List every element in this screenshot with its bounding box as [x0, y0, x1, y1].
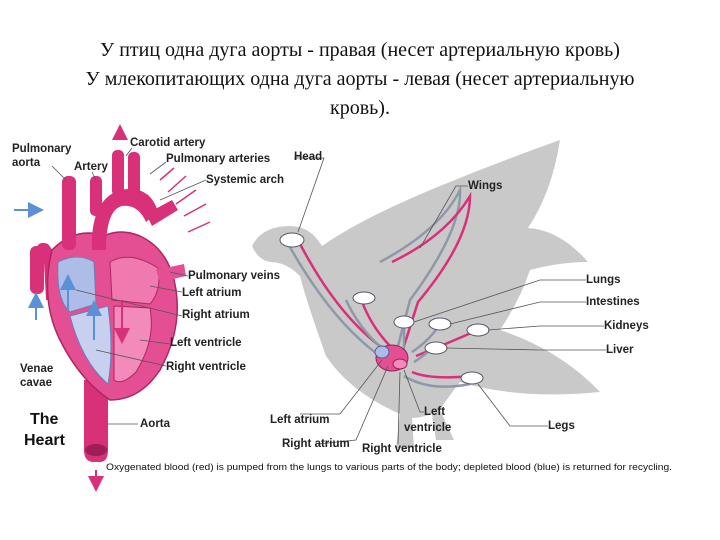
left-atrium-chamber [109, 256, 160, 305]
figure-caption: Oxygenated blood (red) is pumped from th… [106, 462, 672, 473]
capillary-head [279, 232, 305, 248]
capillary-kidneys [466, 323, 490, 337]
label-left-ventricle-heart: Left ventricle [170, 337, 242, 349]
title-line-2: У млекопитающих одна дуга аорты - левая … [85, 68, 635, 90]
label-lungs: Lungs [586, 274, 621, 286]
pulmonary-aorta-vessel [62, 176, 76, 250]
label-artery: Artery [74, 161, 108, 173]
right-atrium-chamber [57, 256, 97, 313]
pulmonary-artery-branch [146, 200, 178, 226]
label-left-atrium-heart: Left atrium [182, 287, 241, 299]
label-cavae: cavae [20, 377, 52, 389]
artery-vessel [90, 176, 102, 216]
bird-diagram: Head Wings Lungs Intestines Kidneys Live… [252, 140, 649, 455]
label-head: Head [294, 151, 322, 163]
capillary-legs [460, 371, 484, 385]
bird-heart [374, 344, 409, 372]
aorta-opening [85, 444, 107, 456]
label-pulmonary-aorta-1: Pulmonary [12, 143, 72, 155]
label-right-atrium-heart: Right atrium [182, 309, 250, 321]
systemic-arch-vessel [91, 188, 158, 250]
label-left-atrium-bird: Left atrium [270, 414, 329, 426]
vena-cava-tube [30, 246, 44, 294]
label-intestines: Intestines [586, 296, 640, 308]
carotid-vessel-1 [112, 150, 124, 196]
heart-diagram: Pulmonary aorta Artery Carotid artery Pu… [12, 124, 284, 492]
label-liver: Liver [606, 344, 634, 356]
title-line-1: У птиц одна дуга аорты - правая (несет а… [100, 39, 620, 61]
slide-title: У птиц одна дуга аорты - правая (несет а… [20, 36, 700, 123]
label-right-ventricle-heart: Right ventricle [166, 361, 246, 373]
label-right-ventricle-bird: Right ventricle [362, 443, 442, 455]
capillary-intestines [428, 317, 452, 331]
label-left-ventricle-bird-1: Left [424, 406, 445, 418]
capillary-lungs [393, 315, 415, 329]
label-systemic-arch: Systemic arch [206, 174, 284, 186]
capillary-beds [279, 232, 490, 385]
label-pulmonary-aorta-2: aorta [12, 157, 41, 169]
label-pulmonary-arteries: Pulmonary arteries [166, 153, 270, 165]
label-legs: Legs [548, 420, 575, 432]
capillary-wings [352, 291, 376, 305]
pulmonary-vein-branch [156, 264, 186, 282]
left-ventricle-chamber [113, 305, 152, 383]
capillary-liver [424, 341, 448, 355]
label-kidneys: Kidneys [604, 320, 649, 332]
label-right-atrium-bird: Right atrium [282, 438, 350, 450]
label-left-ventricle-bird-2: ventricle [404, 422, 451, 434]
label-aorta: Aorta [140, 418, 171, 430]
label-wings: Wings [468, 180, 502, 192]
label-venae: Venae [20, 363, 53, 375]
right-ventricle-chamber [69, 305, 112, 385]
label-heart: Heart [24, 432, 66, 449]
aorta-vessel [84, 380, 108, 462]
title-line-3: кровь). [330, 97, 390, 119]
carotid-vessel-2 [128, 152, 140, 196]
label-pulmonary-veins: Pulmonary veins [188, 270, 280, 282]
heart-body [46, 231, 179, 401]
label-the: The [30, 411, 59, 428]
label-carotid-artery: Carotid artery [130, 137, 206, 149]
